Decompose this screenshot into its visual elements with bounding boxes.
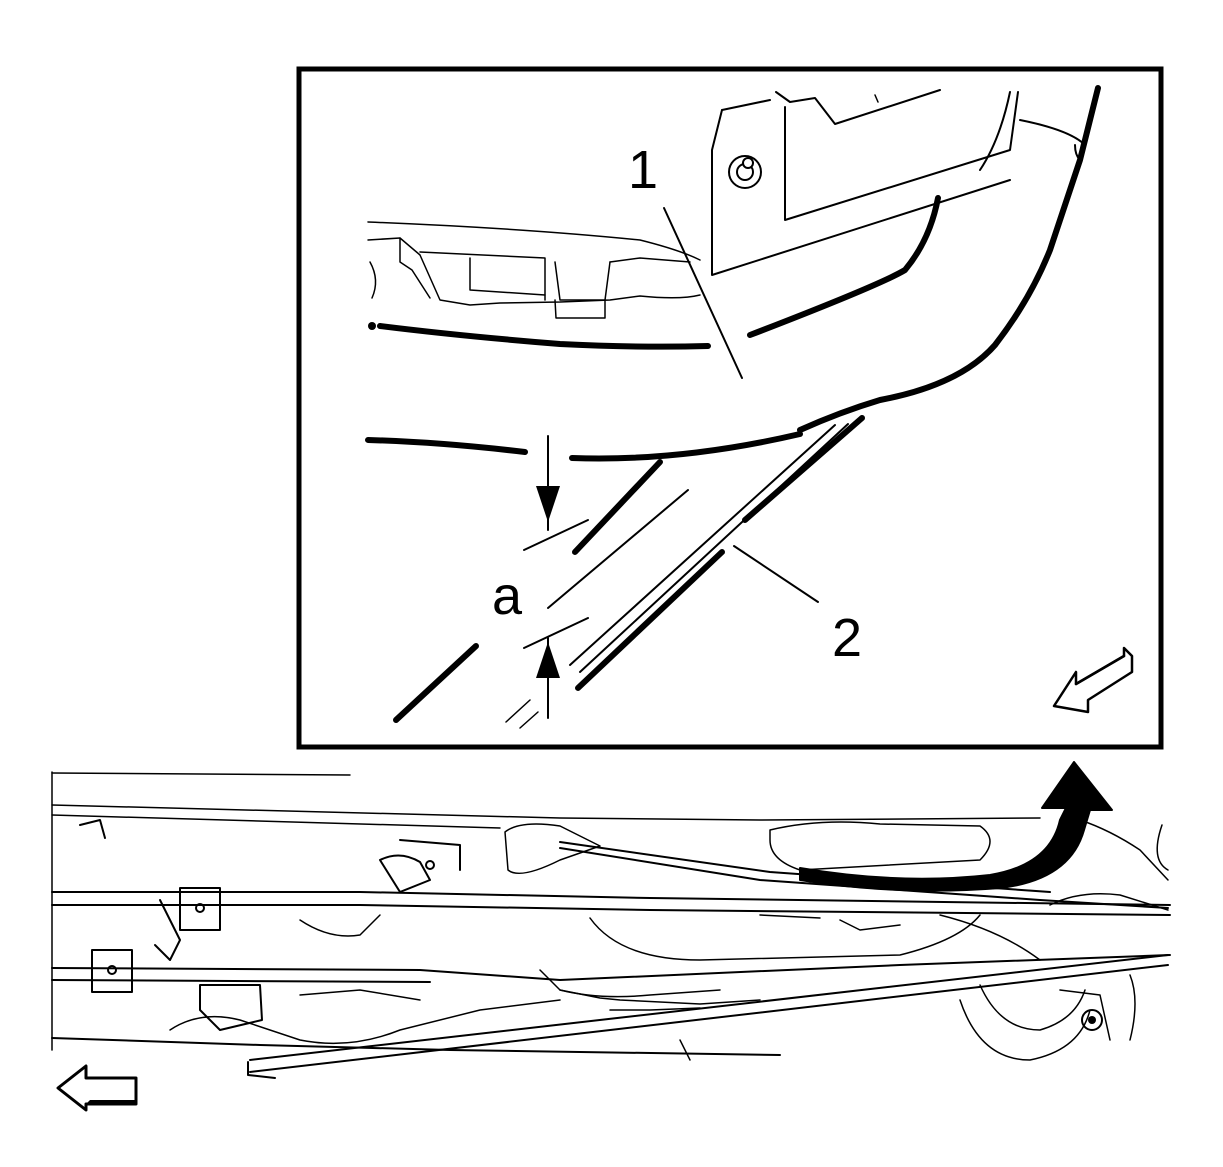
callout-2-label: 2 — [832, 608, 862, 668]
detail-inset: 1 2 a — [296, 66, 1164, 750]
vehicle-underbody-overview — [51, 771, 1171, 1079]
push-pin-fastener — [728, 155, 762, 189]
dimension-a-label: a — [492, 566, 523, 626]
dimension-a: a — [492, 435, 589, 719]
detail-inset-frame — [296, 66, 1164, 750]
underbody-structure — [367, 221, 711, 350]
sill-strip — [393, 415, 865, 729]
callout-1-label: 1 — [628, 140, 658, 200]
callout-1-leader — [663, 207, 743, 379]
detail-view-direction-arrow-icon — [1052, 646, 1134, 714]
front-of-vehicle-arrow-icon — [56, 1064, 138, 1112]
curved-detail-pointer-arrow-icon — [799, 761, 1113, 892]
callout-2-leader — [733, 545, 819, 603]
fascia-panel — [711, 85, 1101, 433]
rear-wheel-hub — [959, 974, 1136, 1061]
frame-bracket — [79, 819, 461, 1079]
